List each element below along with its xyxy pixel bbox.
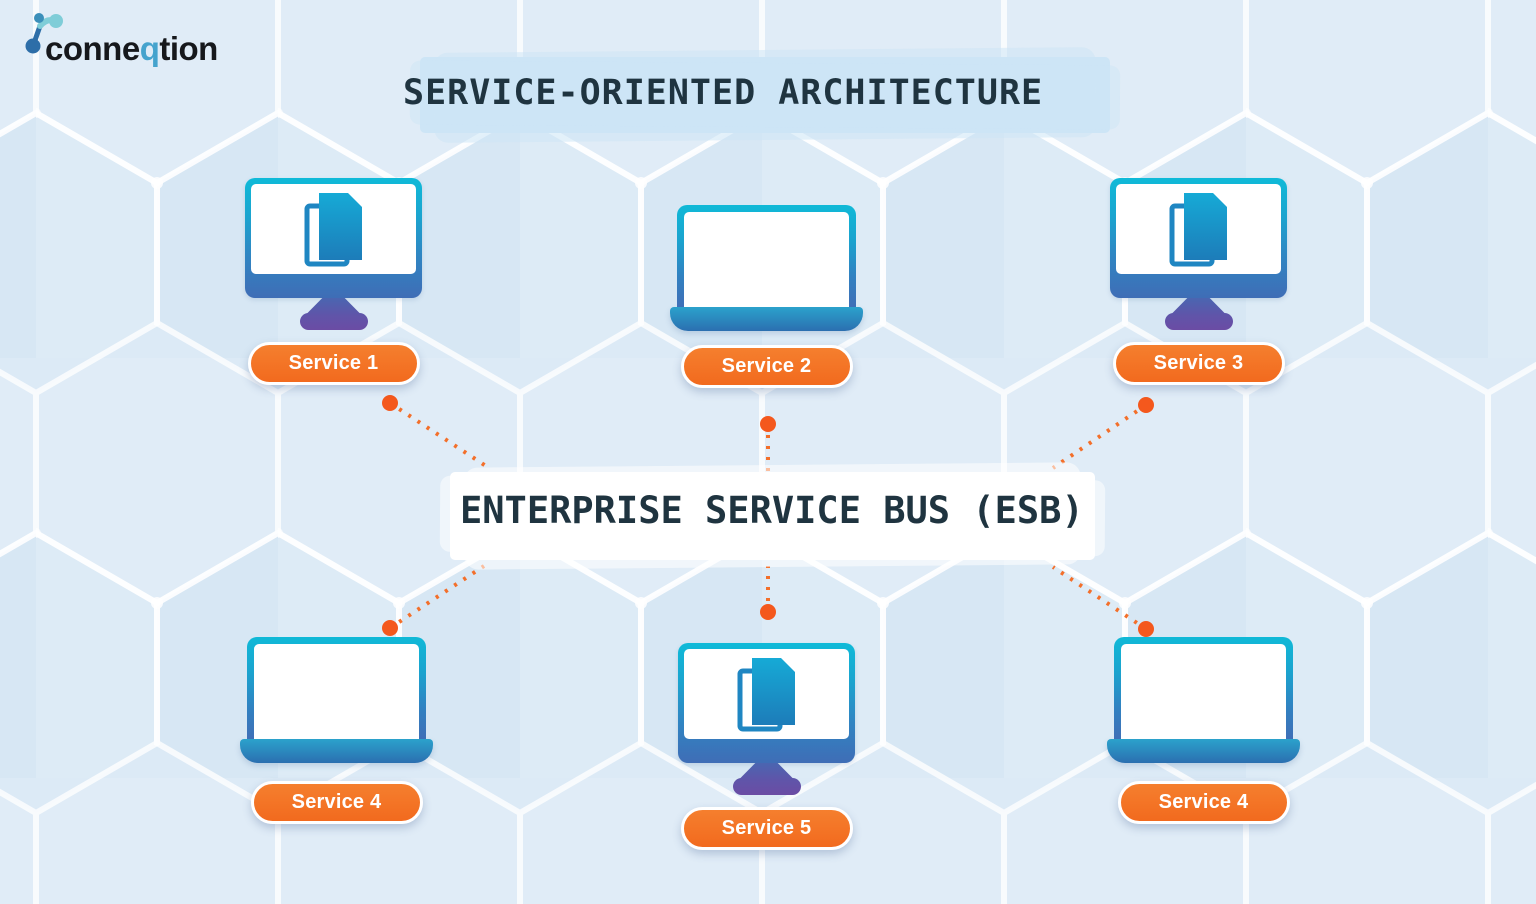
service-label: Service 4	[1158, 791, 1249, 813]
monitor-icon	[245, 178, 422, 298]
title-highlight-band	[420, 57, 1110, 133]
service-5-group: Service 5	[678, 643, 855, 850]
monitor-stand-neck	[305, 298, 362, 315]
laptop-screen	[254, 644, 419, 739]
documents-icon	[1169, 193, 1227, 267]
service-label: Service 2	[721, 355, 812, 377]
documents-icon	[304, 193, 362, 267]
logo-text-pre: conne	[45, 30, 140, 67]
logo-text-q: q	[139, 30, 160, 67]
service-label: Service 1	[288, 352, 379, 374]
service-label-pill: Service 2	[680, 345, 853, 388]
service-4-left-group: Service 4	[240, 637, 433, 824]
monitor-stand-base	[732, 778, 801, 795]
service-2-group: Service 2	[670, 205, 863, 388]
conneqtion-logo-icon	[25, 13, 63, 54]
monitor-stand-neck	[1170, 298, 1227, 315]
monitor-stand-base	[299, 313, 368, 330]
esb-highlight-band	[450, 472, 1095, 560]
monitor-screen	[251, 184, 416, 274]
laptop-icon	[1114, 637, 1293, 739]
service-1-group: Service 1	[245, 178, 422, 385]
monitor-screen	[684, 649, 849, 739]
service-3-group: Service 3	[1110, 178, 1287, 385]
service-label-pill: Service 1	[247, 342, 420, 385]
monitor-stand-base	[1164, 313, 1233, 330]
laptop-icon	[247, 637, 426, 739]
service-label-pill: Service 4	[1117, 781, 1290, 824]
laptop-base	[670, 307, 863, 331]
service-label: Service 5	[721, 817, 812, 839]
service-label-pill: Service 3	[1112, 342, 1285, 385]
service-label: Service 3	[1153, 352, 1244, 374]
conneqtion-logo: conneqtion	[25, 8, 235, 68]
logo-text-post: tion	[159, 30, 218, 67]
logo-wordmark: conneqtion	[45, 30, 218, 68]
monitor-icon	[678, 643, 855, 763]
laptop-screen	[1121, 644, 1286, 739]
monitor-screen	[1116, 184, 1281, 274]
monitor-icon	[1110, 178, 1287, 298]
monitor-stand-neck	[738, 763, 795, 780]
service-label-pill: Service 5	[680, 807, 853, 850]
laptop-icon	[677, 205, 856, 307]
documents-icon	[737, 658, 795, 732]
esb-label: ENTERPRISE SERVICE BUS (ESB)	[460, 489, 1084, 532]
service-4-right-group: Service 4	[1107, 637, 1300, 824]
service-label: Service 4	[291, 791, 382, 813]
service-label-pill: Service 4	[250, 781, 423, 824]
laptop-base	[240, 739, 433, 763]
laptop-base	[1107, 739, 1300, 763]
page-title: SERVICE-ORIENTED ARCHITECTURE	[403, 73, 1044, 113]
laptop-screen	[684, 212, 849, 307]
